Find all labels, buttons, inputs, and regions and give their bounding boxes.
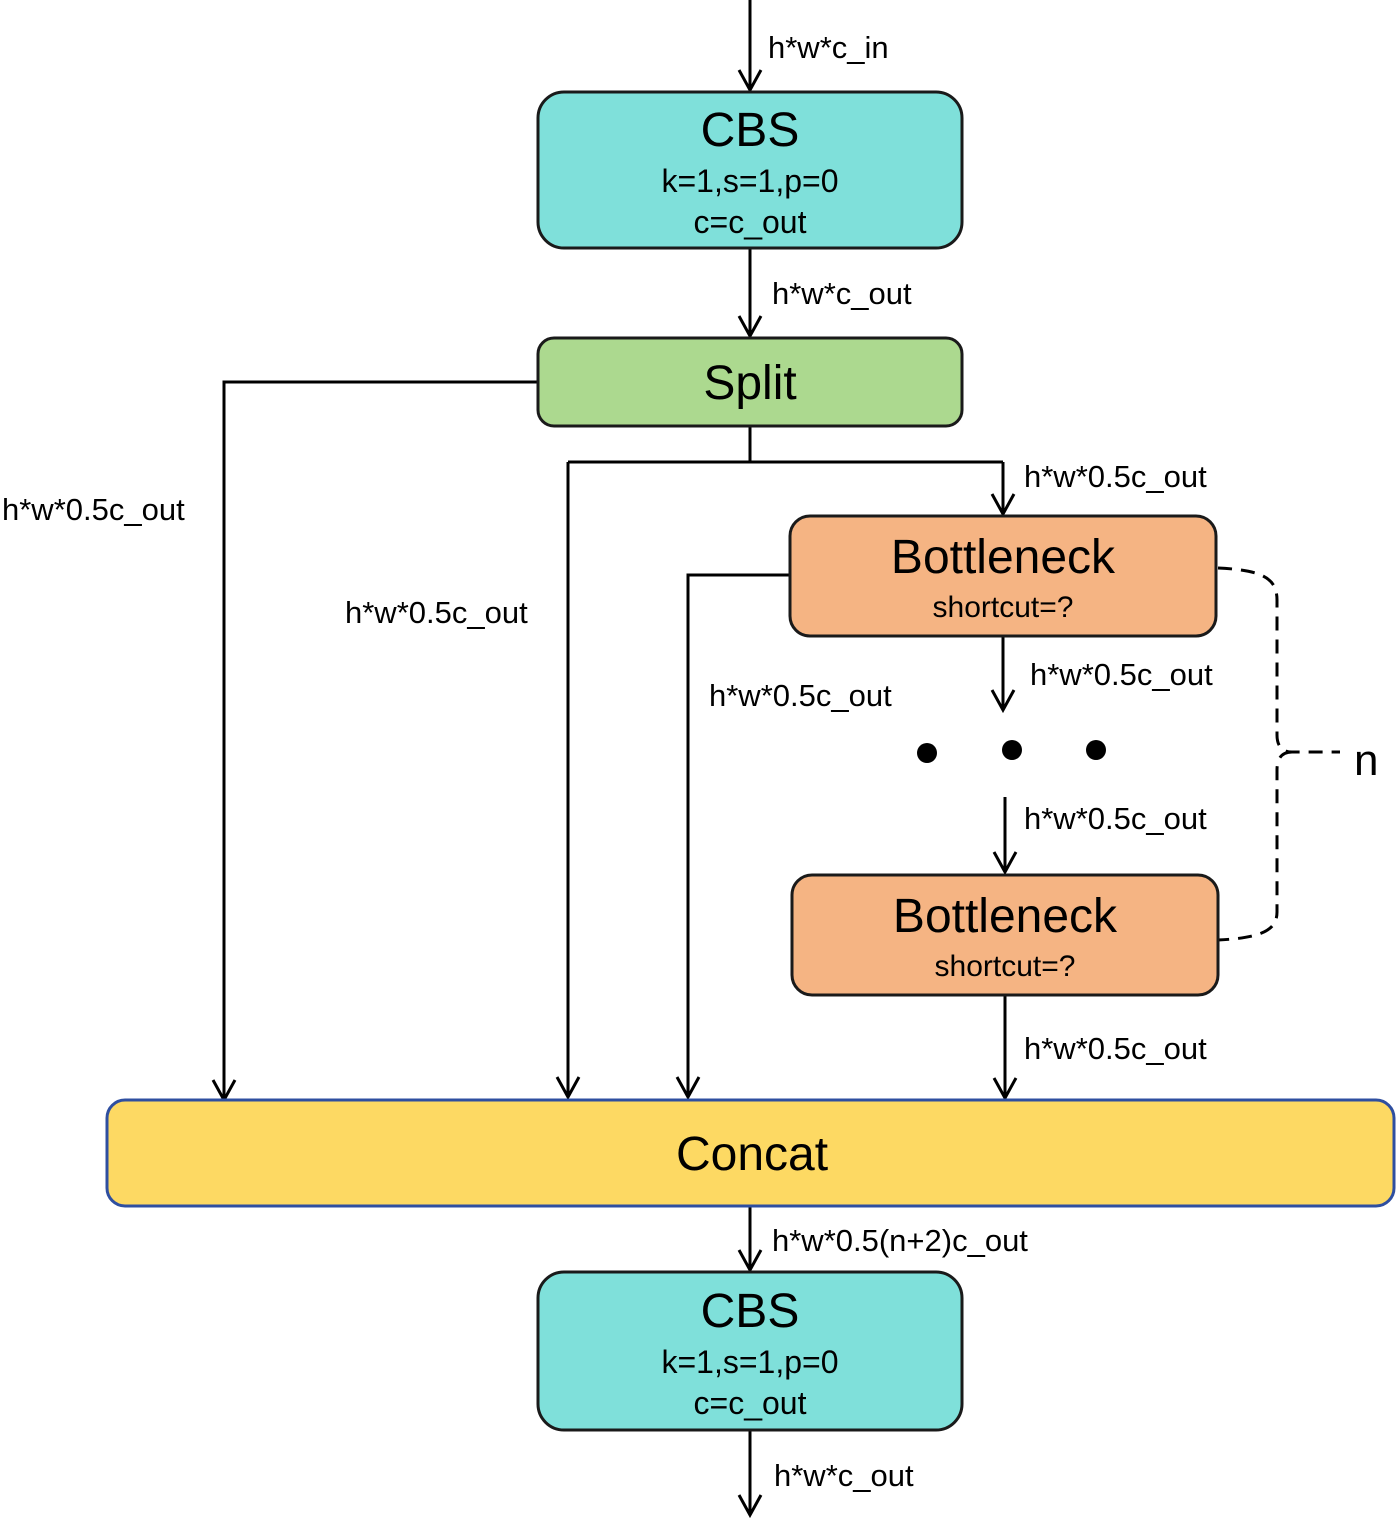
bottleneck-2-box bbox=[790, 873, 1220, 997]
bottleneck-1-title: Bottleneck bbox=[891, 531, 1116, 584]
ellipsis-dot-1 bbox=[917, 743, 937, 763]
input-arrowhead bbox=[737, 69, 763, 94]
into-bottleneck-1-arrowhead bbox=[990, 493, 1016, 518]
bottleneck-1-box bbox=[788, 514, 1218, 638]
cbs-top-title: CBS bbox=[701, 104, 800, 157]
split-far-branch-line bbox=[222, 380, 538, 1100]
concat-block: Concat bbox=[105, 1098, 1396, 1208]
label-bottleneck-1-out: h*w*0.5c_out bbox=[1030, 657, 1213, 692]
cbs-bottom-params: k=1,s=1,p=0 bbox=[661, 1344, 838, 1380]
label-repeat-count: n bbox=[1354, 736, 1378, 785]
concat-box bbox=[105, 1098, 1396, 1208]
cbs-bottom-block: CBS k=1,s=1,p=0 c=c_out bbox=[536, 1270, 964, 1432]
bottleneck-1-block: Bottleneck shortcut=? bbox=[788, 514, 1218, 638]
bottleneck-branch-arrowhead bbox=[675, 1076, 701, 1101]
label-concat-out: h*w*0.5(n+2)c_out bbox=[772, 1223, 1028, 1258]
ellipsis-dot-2 bbox=[1002, 740, 1022, 760]
cbs-top-box bbox=[536, 90, 964, 250]
bottleneck-2-shortcut: shortcut=? bbox=[935, 950, 1076, 983]
label-bottleneck-branch: h*w*0.5c_out bbox=[709, 678, 892, 713]
label-after-cbs-top: h*w*c_out bbox=[772, 276, 912, 311]
label-split-far-branch: h*w*0.5c_out bbox=[2, 492, 185, 527]
split-box bbox=[536, 336, 964, 428]
connectors bbox=[211, 0, 1018, 1519]
label-into-bottleneck-2: h*w*0.5c_out bbox=[1024, 801, 1207, 836]
repeat-brace bbox=[1217, 566, 1340, 942]
concat-out-arrowhead bbox=[737, 1249, 763, 1274]
cbs-top-channels: c=c_out bbox=[694, 204, 807, 240]
label-bottleneck-2-out: h*w*0.5c_out bbox=[1024, 1031, 1207, 1066]
edge-labels: h*w*c_in h*w*c_out h*w*0.5c_out h*w*0.5c… bbox=[2, 30, 1378, 1493]
output-arrowhead bbox=[737, 1494, 763, 1519]
into-bottleneck-2-arrowhead bbox=[992, 851, 1018, 876]
cbs-top-block: CBS k=1,s=1,p=0 c=c_out bbox=[536, 90, 964, 250]
label-output: h*w*c_out bbox=[774, 1458, 914, 1493]
bottleneck-1-out-arrowhead bbox=[990, 689, 1016, 714]
bottleneck-1-shortcut: shortcut=? bbox=[933, 591, 1074, 624]
split-mid-branch-arrowhead bbox=[555, 1076, 581, 1101]
bottleneck-branch-line bbox=[686, 573, 790, 1097]
cbs-bottom-channels: c=c_out bbox=[694, 1385, 807, 1421]
cbs-top-params: k=1,s=1,p=0 bbox=[661, 163, 838, 199]
bottleneck-2-out-arrowhead bbox=[992, 1077, 1018, 1102]
ellipsis-dot-3 bbox=[1086, 740, 1106, 760]
concat-title: Concat bbox=[676, 1128, 828, 1181]
label-split-mid-branch: h*w*0.5c_out bbox=[345, 595, 528, 630]
cbs-to-split-arrowhead bbox=[737, 315, 763, 340]
bottleneck-2-block: Bottleneck shortcut=? bbox=[790, 873, 1220, 997]
ellipsis bbox=[917, 740, 1106, 763]
bottleneck-2-title: Bottleneck bbox=[893, 890, 1118, 943]
label-split-to-bottleneck: h*w*0.5c_out bbox=[1024, 459, 1207, 494]
split-title: Split bbox=[703, 357, 796, 410]
cbs-bottom-box bbox=[536, 1270, 964, 1432]
cbs-bottom-title: CBS bbox=[701, 1285, 800, 1338]
split-block: Split bbox=[536, 336, 964, 428]
label-input: h*w*c_in bbox=[768, 30, 889, 65]
